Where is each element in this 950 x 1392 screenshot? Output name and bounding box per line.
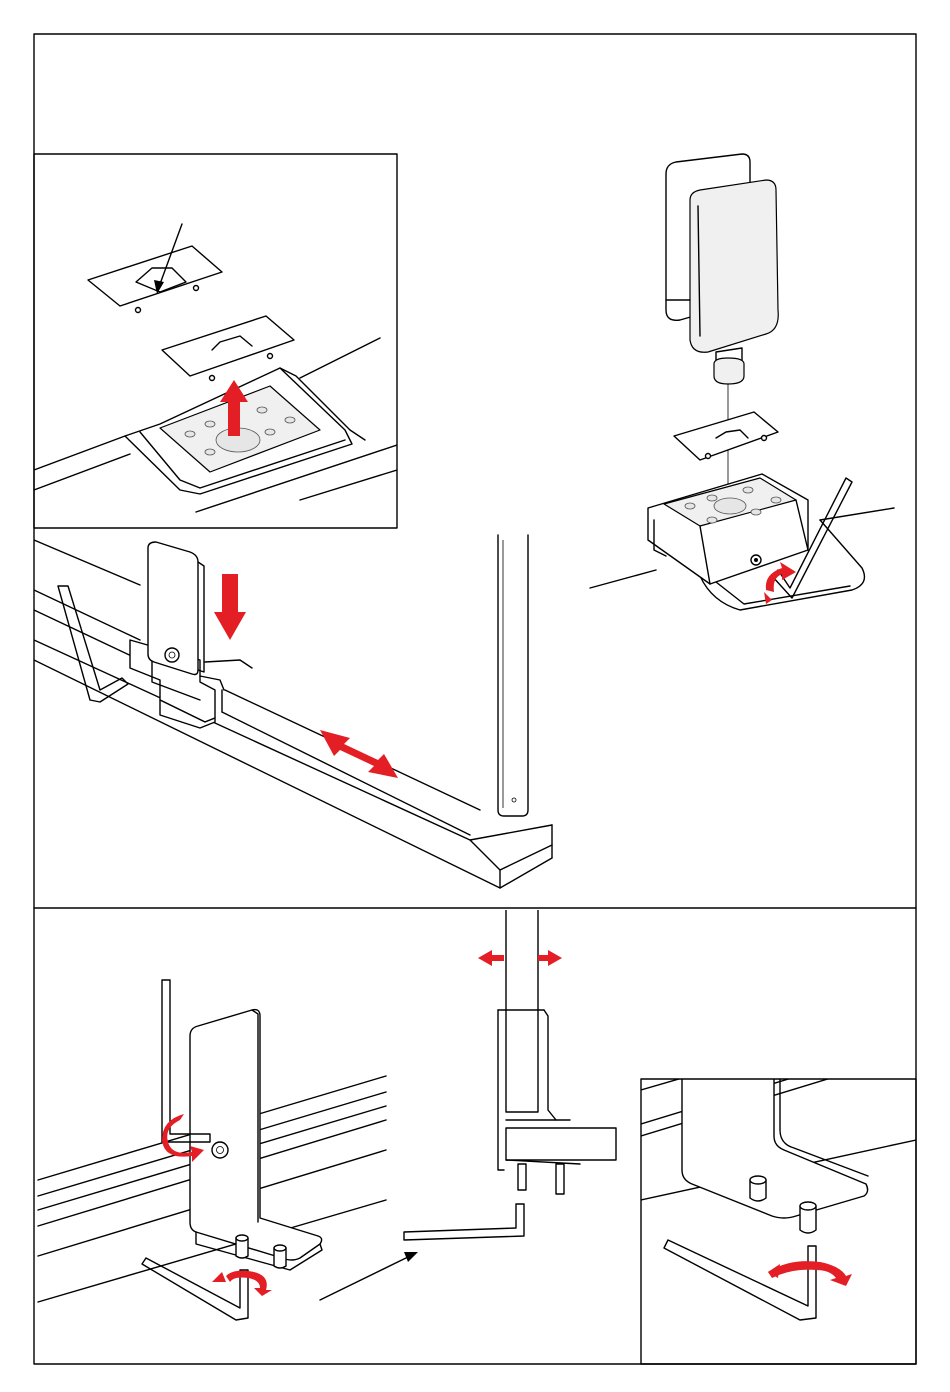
rotate-arrow-icon <box>766 562 796 592</box>
arrow-pointer-icon <box>404 1252 418 1262</box>
rotate-arrow-icon <box>764 592 772 604</box>
rotate-arrow-icon <box>212 1272 226 1282</box>
panel-side-view <box>404 910 616 1240</box>
panel-remove-cover <box>34 224 397 512</box>
rotate-arrow-icon <box>226 1271 272 1296</box>
rotate-arrow-icon <box>768 1261 852 1286</box>
double-arrow-icon <box>320 730 398 778</box>
double-arrow-icon <box>478 950 504 966</box>
down-arrow-icon <box>214 574 246 640</box>
panel-bracket-on-rail <box>34 535 552 888</box>
panel-foot-bracket-exploded <box>590 154 894 610</box>
double-arrow-icon <box>538 950 562 966</box>
panel-lower-fastening <box>38 980 410 1320</box>
